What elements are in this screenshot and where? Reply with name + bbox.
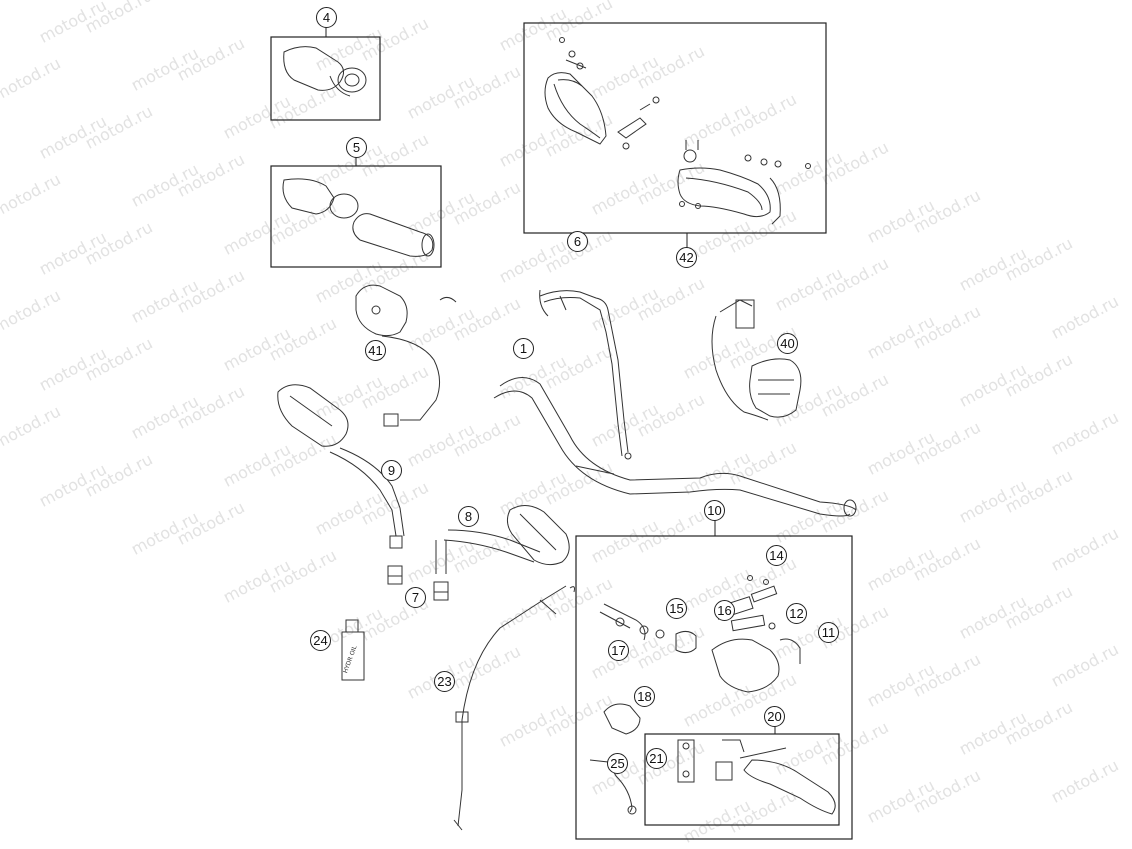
part-label-7: 7	[405, 587, 426, 608]
part-label-23: 23	[434, 671, 455, 692]
part-label-15: 15	[666, 598, 687, 619]
box-part-42	[523, 22, 827, 234]
part-label-9: 9	[381, 460, 402, 481]
part-label-1: 1	[513, 338, 534, 359]
part-6-throttle-cables	[539, 289, 632, 460]
part-9-mirror	[277, 384, 405, 585]
part-label-17: 17	[608, 640, 629, 661]
part-1-handlebar	[493, 377, 857, 517]
box-part-10	[575, 535, 853, 840]
part-label-14: 14	[766, 545, 787, 566]
part-label-6: 6	[567, 231, 588, 252]
box-part-20	[644, 733, 840, 826]
part-4-throttle-grip	[283, 46, 367, 97]
box-part-4	[270, 36, 381, 121]
part-23-clutch-line	[453, 585, 575, 831]
part-label-21: 21	[646, 748, 667, 769]
part-label-18: 18	[634, 686, 655, 707]
part-40-switch	[711, 299, 802, 421]
part-label-20: 20	[764, 706, 785, 727]
part-label-40: 40	[777, 333, 798, 354]
part-label-16: 16	[714, 600, 735, 621]
part-label-5: 5	[346, 137, 367, 158]
part-24-oil-bottle	[341, 619, 365, 681]
leader-lines	[325, 26, 776, 734]
part-label-25: 25	[607, 753, 628, 774]
part-8-mirror	[433, 505, 570, 601]
box-part-5	[270, 165, 442, 268]
part-label-11: 11	[818, 622, 839, 643]
part-label-12: 12	[786, 603, 807, 624]
part-label-8: 8	[458, 506, 479, 527]
part-label-42: 42	[676, 247, 697, 268]
part-label-24: 24	[310, 630, 331, 651]
part-41-switch	[355, 284, 457, 427]
part-5-grips	[282, 178, 435, 257]
part-label-4: 4	[316, 7, 337, 28]
part-label-10: 10	[704, 500, 725, 521]
part-label-41: 41	[365, 340, 386, 361]
part-10-master-cylinder	[589, 575, 836, 815]
part-42-hand-guards	[544, 37, 811, 225]
